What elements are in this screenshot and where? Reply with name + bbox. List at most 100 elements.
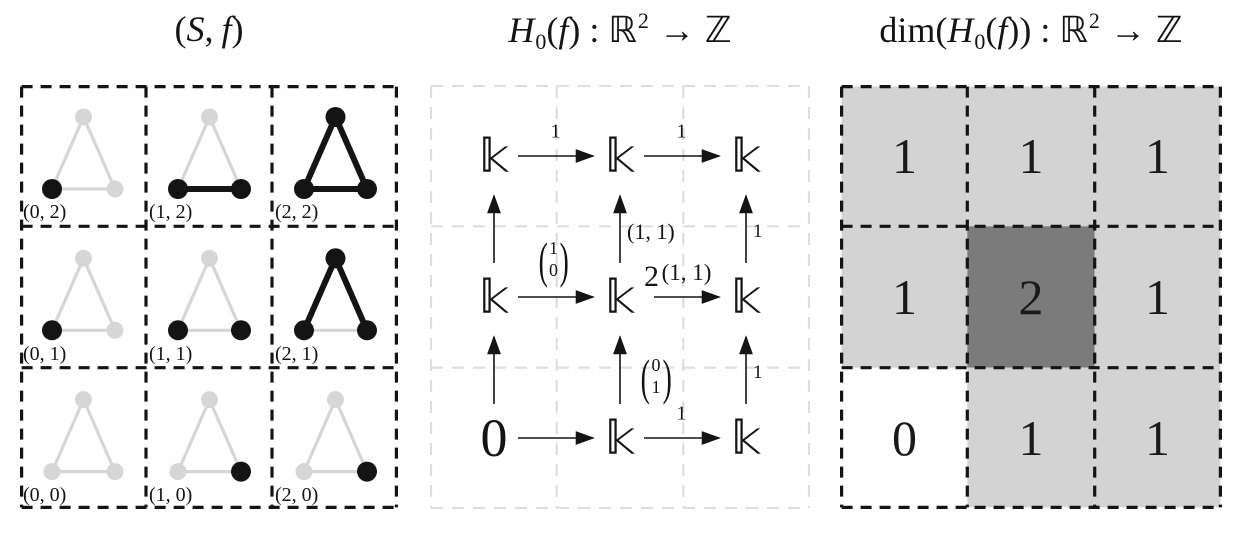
title-text: f: [221, 9, 232, 49]
simplex-vertex-active: [294, 179, 314, 199]
dimension-value: 2: [1018, 269, 1044, 325]
simplex-edge-inactive: [208, 398, 243, 473]
simplex-edge-active: [301, 115, 339, 191]
simplex-vertex-active: [357, 179, 377, 199]
title-homology-module: H0(f):ℝ2→ℤ: [430, 8, 810, 55]
arrow-map-label: (1, 1): [661, 260, 712, 285]
dimension-cell-fill: [841, 86, 968, 227]
title-text: (: [174, 9, 187, 49]
title-text: :: [589, 10, 600, 50]
arrow-map-label: 1: [550, 120, 561, 143]
title-filtration: (S,f): [20, 8, 398, 50]
title-text: f: [558, 10, 569, 50]
simplex-vertex-inactive: [75, 108, 92, 126]
title-text: ): [231, 9, 244, 49]
simplex-vertex-active: [325, 248, 346, 269]
vector-entry: 0: [549, 260, 558, 280]
simplex-vertex-active: [294, 320, 314, 341]
title-text: H: [947, 10, 974, 50]
title-text: ℝ: [608, 10, 637, 51]
arrow-map-label: 1: [753, 220, 763, 242]
simplex-edge-inactive: [208, 257, 243, 331]
title-text: (: [985, 10, 998, 50]
simplex-vertex-inactive: [201, 249, 218, 267]
title-text: 0: [535, 29, 547, 54]
title-text: 0: [974, 29, 986, 54]
simplex-vertex-inactive: [75, 391, 92, 409]
title-text: f: [997, 10, 1008, 50]
diagram-node-field: 𝕜: [605, 411, 635, 465]
dimension-cell-fill: [1094, 86, 1221, 227]
title-text: ℤ: [1155, 10, 1183, 51]
simplex-edge-inactive: [50, 257, 85, 331]
dimension-value: 1: [1145, 128, 1171, 185]
simplex-edge-inactive: [176, 398, 211, 473]
simplex-edge-inactive: [82, 257, 117, 331]
diagram-node-field: 𝕜: [605, 129, 635, 183]
dimension-cell-fill: [1094, 226, 1221, 368]
title-text: S: [186, 9, 205, 49]
title-text: 2: [1088, 8, 1100, 33]
title-dimension-function: dim(H0(f)):ℝ2→ℤ: [840, 8, 1222, 55]
diagram-node-field: 𝕜: [479, 129, 509, 183]
simplex-vertex-inactive: [106, 180, 124, 198]
simplex-edge-inactive: [176, 257, 211, 331]
simplex-edge-inactive: [334, 398, 369, 473]
simplex-edge-inactive: [50, 398, 85, 473]
node-exponent: 2: [643, 260, 659, 293]
dimension-cell-fill: [1094, 367, 1221, 508]
simplex-vertex-inactive: [201, 391, 218, 409]
title-text: ,: [204, 9, 214, 49]
cell-coordinate-label: (2, 1): [275, 342, 319, 365]
dimension-cell-fill: [967, 226, 1095, 368]
paren-glyph: (: [538, 232, 548, 288]
cell-coordinate-label: (1, 1): [149, 342, 193, 365]
title-text: ): [568, 10, 581, 50]
simplex-vertex-inactive: [106, 463, 124, 481]
simplex-vertex-inactive: [75, 249, 92, 267]
arrow-map-label: (1, 1): [627, 218, 675, 244]
simplex-edge-inactive: [82, 116, 117, 190]
cell-coordinate-label: (1, 0): [149, 483, 193, 506]
title-text: H: [508, 10, 535, 50]
diagram-node-field: 𝕜: [479, 270, 509, 324]
title-text: (: [546, 10, 559, 50]
simplex-vertex-active: [325, 107, 346, 127]
simplex-vertex-active: [357, 320, 377, 341]
vector-entry: 1: [549, 238, 558, 259]
simplex-vertex-active: [231, 179, 251, 199]
diagram-node-field: 𝕜: [731, 129, 761, 183]
cell-coordinate-label: (0, 2): [23, 201, 67, 224]
title-text: 2: [637, 8, 649, 33]
title-text: ℝ: [1059, 10, 1088, 51]
arrow-map-label: 1: [676, 120, 687, 143]
cell-coordinate-label: (2, 0): [275, 483, 319, 506]
dimension-value: 0: [891, 409, 917, 466]
simplex-vertex-inactive: [43, 463, 61, 481]
cell-coordinate-label: (1, 2): [149, 201, 193, 224]
simplex-edge-inactive: [208, 116, 243, 190]
filtration-grid-svg: [20, 85, 398, 509]
simplex-vertex-active: [168, 320, 188, 341]
dimension-grid-svg: [840, 85, 1222, 509]
simplex-edge-inactive: [50, 116, 85, 190]
simplex-vertex-inactive: [327, 391, 344, 409]
dimension-value: 1: [891, 128, 917, 185]
simplex-edge-active: [332, 257, 370, 332]
panel-filtration-grid: (0, 2)(1, 2)(2, 2)(0, 1)(1, 1)(2, 1)(0, …: [20, 85, 398, 509]
arrow-map-label: 1: [753, 361, 763, 383]
simplex-vertex-inactive: [201, 108, 218, 126]
simplex-vertex-active: [168, 179, 188, 199]
simplex-vertex-inactive: [106, 321, 124, 339]
simplex-edge-inactive: [176, 116, 211, 190]
dimension-value: 1: [891, 269, 917, 325]
paren-glyph: (: [640, 348, 650, 405]
